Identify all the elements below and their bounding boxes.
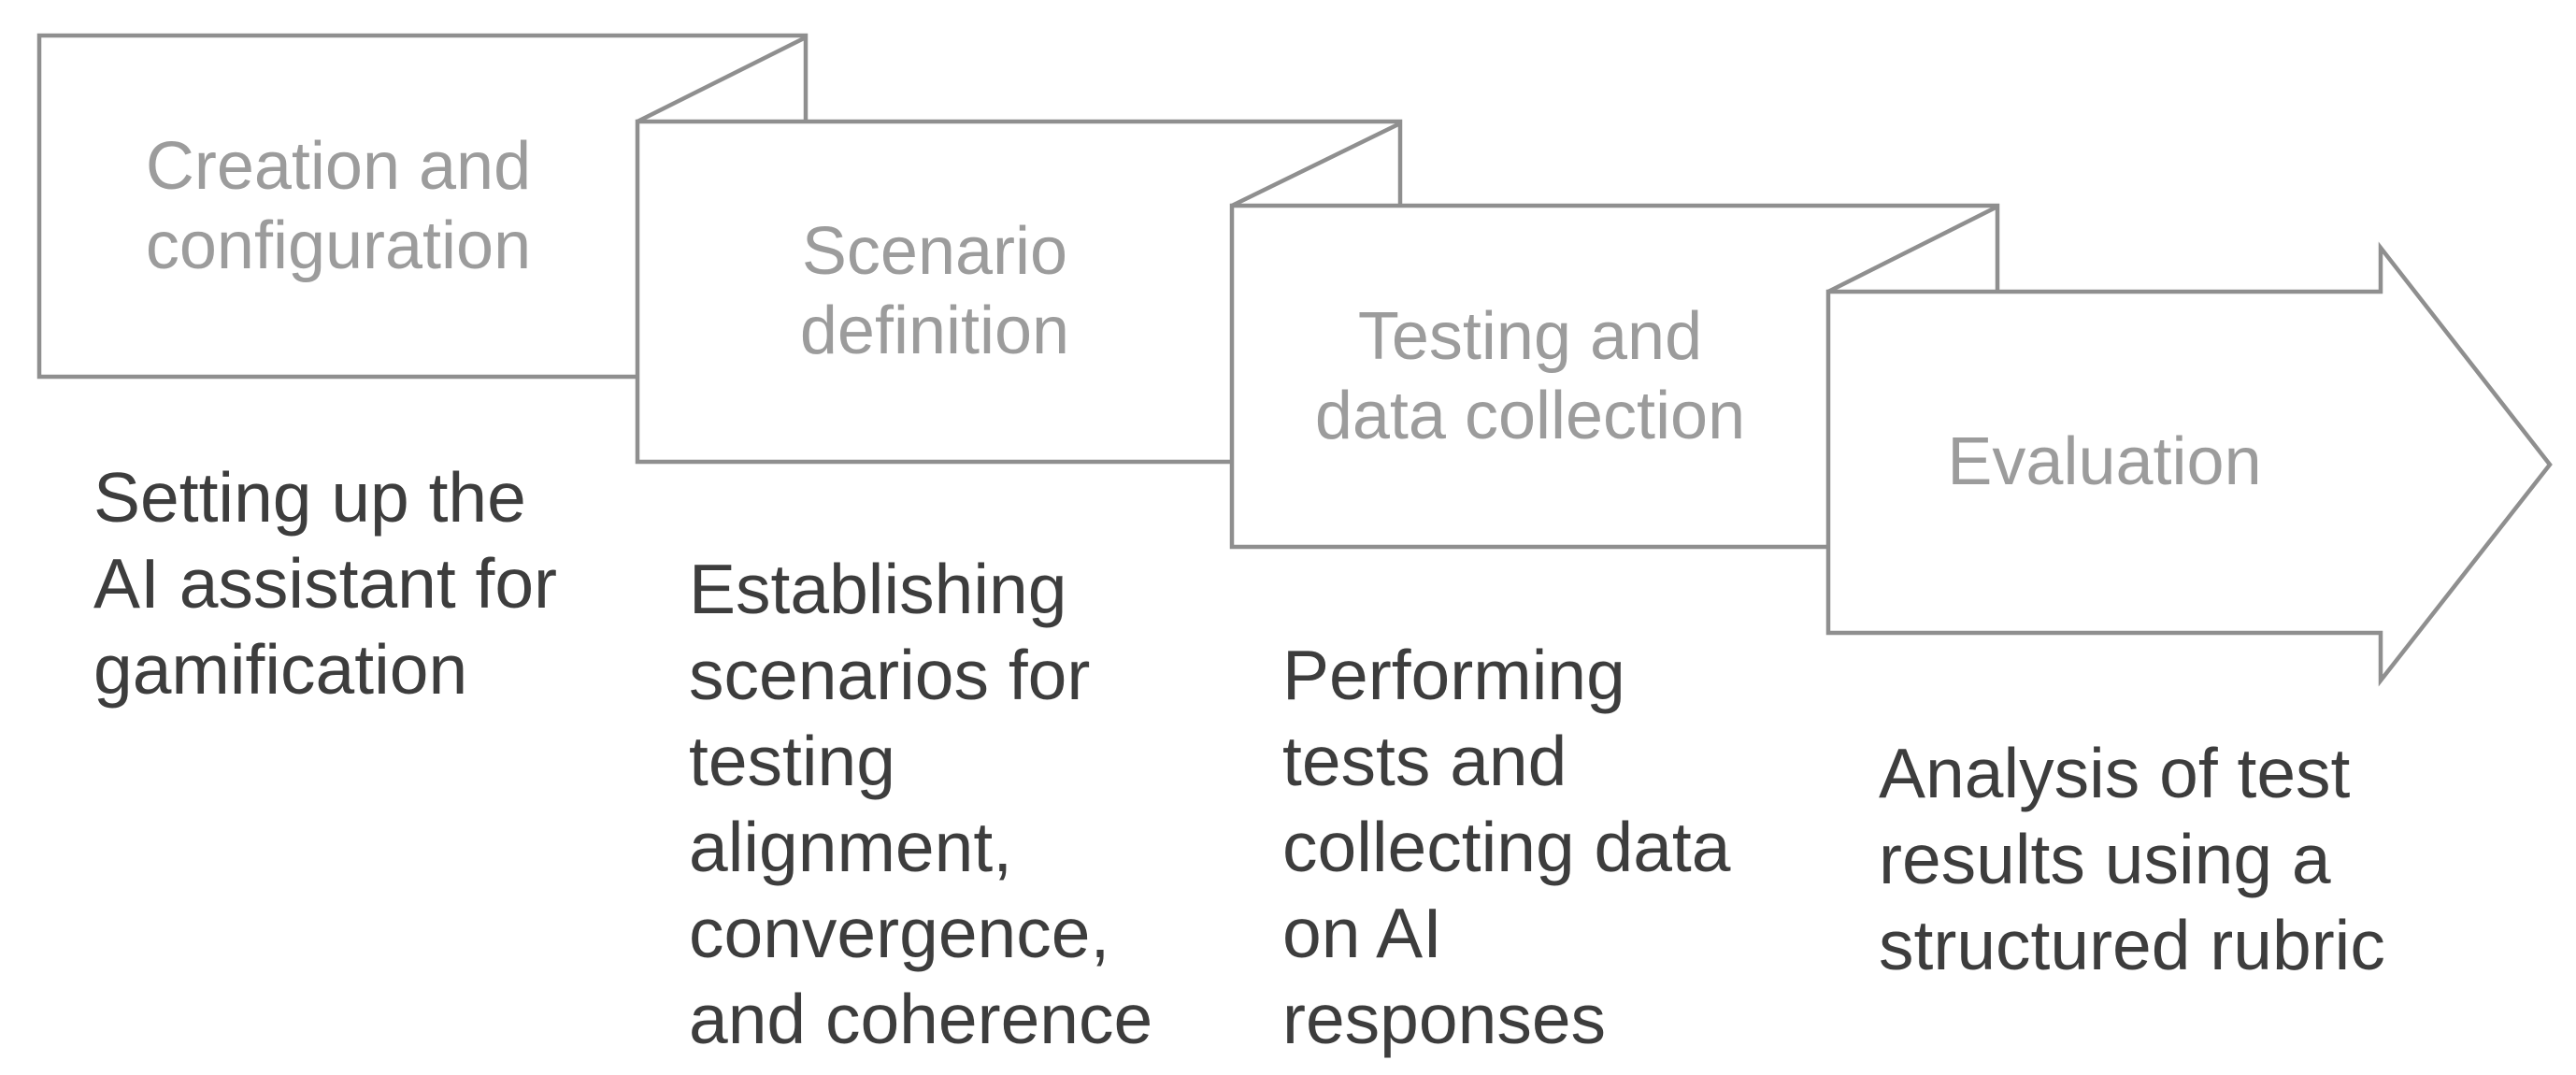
stage-4-title: Evaluation	[1947, 424, 2262, 499]
stage-3-title: Testing and data collection	[1314, 298, 1746, 453]
stage-3-description: Performing tests and collecting data on …	[1282, 636, 1731, 1058]
stage-1-description: Setting up the AI assistant for gamifica…	[93, 458, 558, 709]
stage-1-title: Creation and configuration	[145, 128, 532, 283]
fold-line-2	[1231, 121, 1401, 208]
stage-2-title: Scenario definition	[799, 214, 1070, 368]
stage-2-description: Establishing scenarios for testing align…	[689, 550, 1153, 1058]
fold-line-1	[636, 35, 808, 124]
stage-4-arrow-shape	[1825, 241, 2553, 687]
fold-line-3	[1826, 204, 1999, 294]
stage-4-description: Analysis of test results using a structu…	[1879, 734, 2385, 984]
